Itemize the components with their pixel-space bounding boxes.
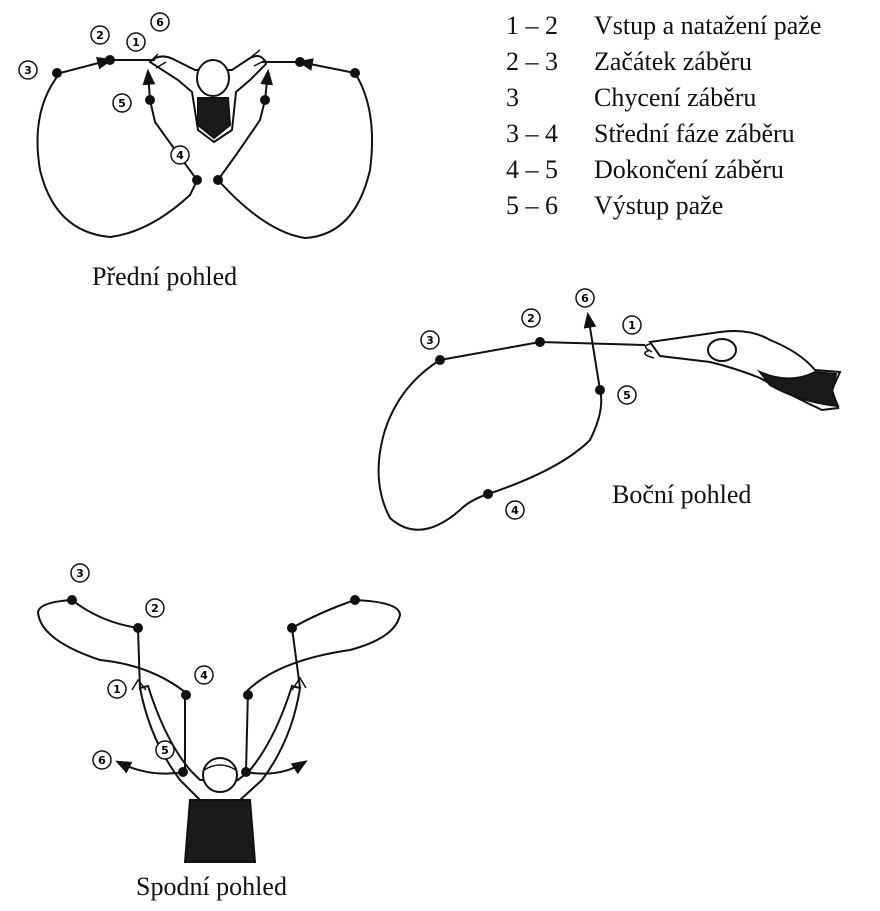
point [133, 623, 143, 633]
svg-text:2: 2 [96, 29, 104, 42]
svg-text:3: 3 [76, 567, 84, 580]
point [178, 767, 188, 777]
point [287, 623, 297, 633]
marker-1: 1 [127, 33, 145, 51]
swimmer-side-figure [645, 331, 840, 410]
marker-6: 6 [576, 289, 594, 307]
marker-2: 2 [146, 599, 164, 617]
point [260, 95, 270, 105]
front-view [38, 50, 373, 238]
point [350, 68, 360, 78]
swimmer-front-figure [150, 50, 266, 142]
point [213, 175, 223, 185]
bottom-view [38, 600, 400, 862]
side-view [379, 315, 840, 530]
marker-4: 4 [506, 501, 524, 519]
marker-1: 1 [623, 316, 641, 334]
svg-text:4: 4 [200, 669, 208, 682]
svg-text:6: 6 [98, 754, 106, 767]
svg-text:2: 2 [151, 602, 159, 615]
marker-3: 3 [19, 61, 37, 79]
point [181, 690, 191, 700]
svg-text:6: 6 [581, 292, 589, 305]
point [67, 595, 77, 605]
marker-1: 1 [108, 680, 126, 698]
svg-text:1: 1 [628, 319, 636, 332]
point [145, 95, 155, 105]
side-view-markers: 3 2 6 1 5 4 [421, 289, 641, 519]
point [595, 385, 605, 395]
marker-6: 6 [93, 751, 111, 769]
swimmer-bottom-figure [132, 678, 306, 862]
point [295, 57, 305, 67]
svg-text:5: 5 [161, 744, 169, 757]
marker-5: 5 [156, 741, 174, 759]
svg-text:3: 3 [426, 334, 434, 347]
point [52, 68, 62, 78]
marker-4: 4 [195, 666, 213, 684]
marker-5: 5 [618, 386, 636, 404]
marker-5: 5 [113, 94, 131, 112]
front-view-markers: 3 2 1 6 5 4 [19, 13, 189, 164]
point [535, 337, 545, 347]
marker-2: 2 [91, 26, 109, 44]
svg-text:5: 5 [118, 97, 126, 110]
svg-text:2: 2 [527, 312, 535, 325]
bottom-view-markers: 3 2 4 1 5 6 [71, 564, 213, 769]
marker-4: 4 [171, 146, 189, 164]
marker-6: 6 [151, 13, 169, 31]
point [483, 489, 493, 499]
side-path [379, 315, 645, 530]
marker-3: 3 [71, 564, 89, 582]
point [435, 355, 445, 365]
marker-3: 3 [421, 331, 439, 349]
point [241, 767, 251, 777]
svg-text:6: 6 [156, 16, 164, 29]
point [105, 55, 115, 65]
svg-text:4: 4 [176, 149, 184, 162]
svg-text:4: 4 [511, 504, 519, 517]
svg-text:1: 1 [132, 36, 140, 49]
side-view-points [435, 337, 605, 499]
marker-2: 2 [522, 309, 540, 327]
svg-text:5: 5 [623, 389, 631, 402]
point [243, 690, 253, 700]
point [192, 175, 202, 185]
svg-text:3: 3 [24, 64, 32, 77]
point [350, 595, 360, 605]
svg-text:1: 1 [113, 683, 121, 696]
